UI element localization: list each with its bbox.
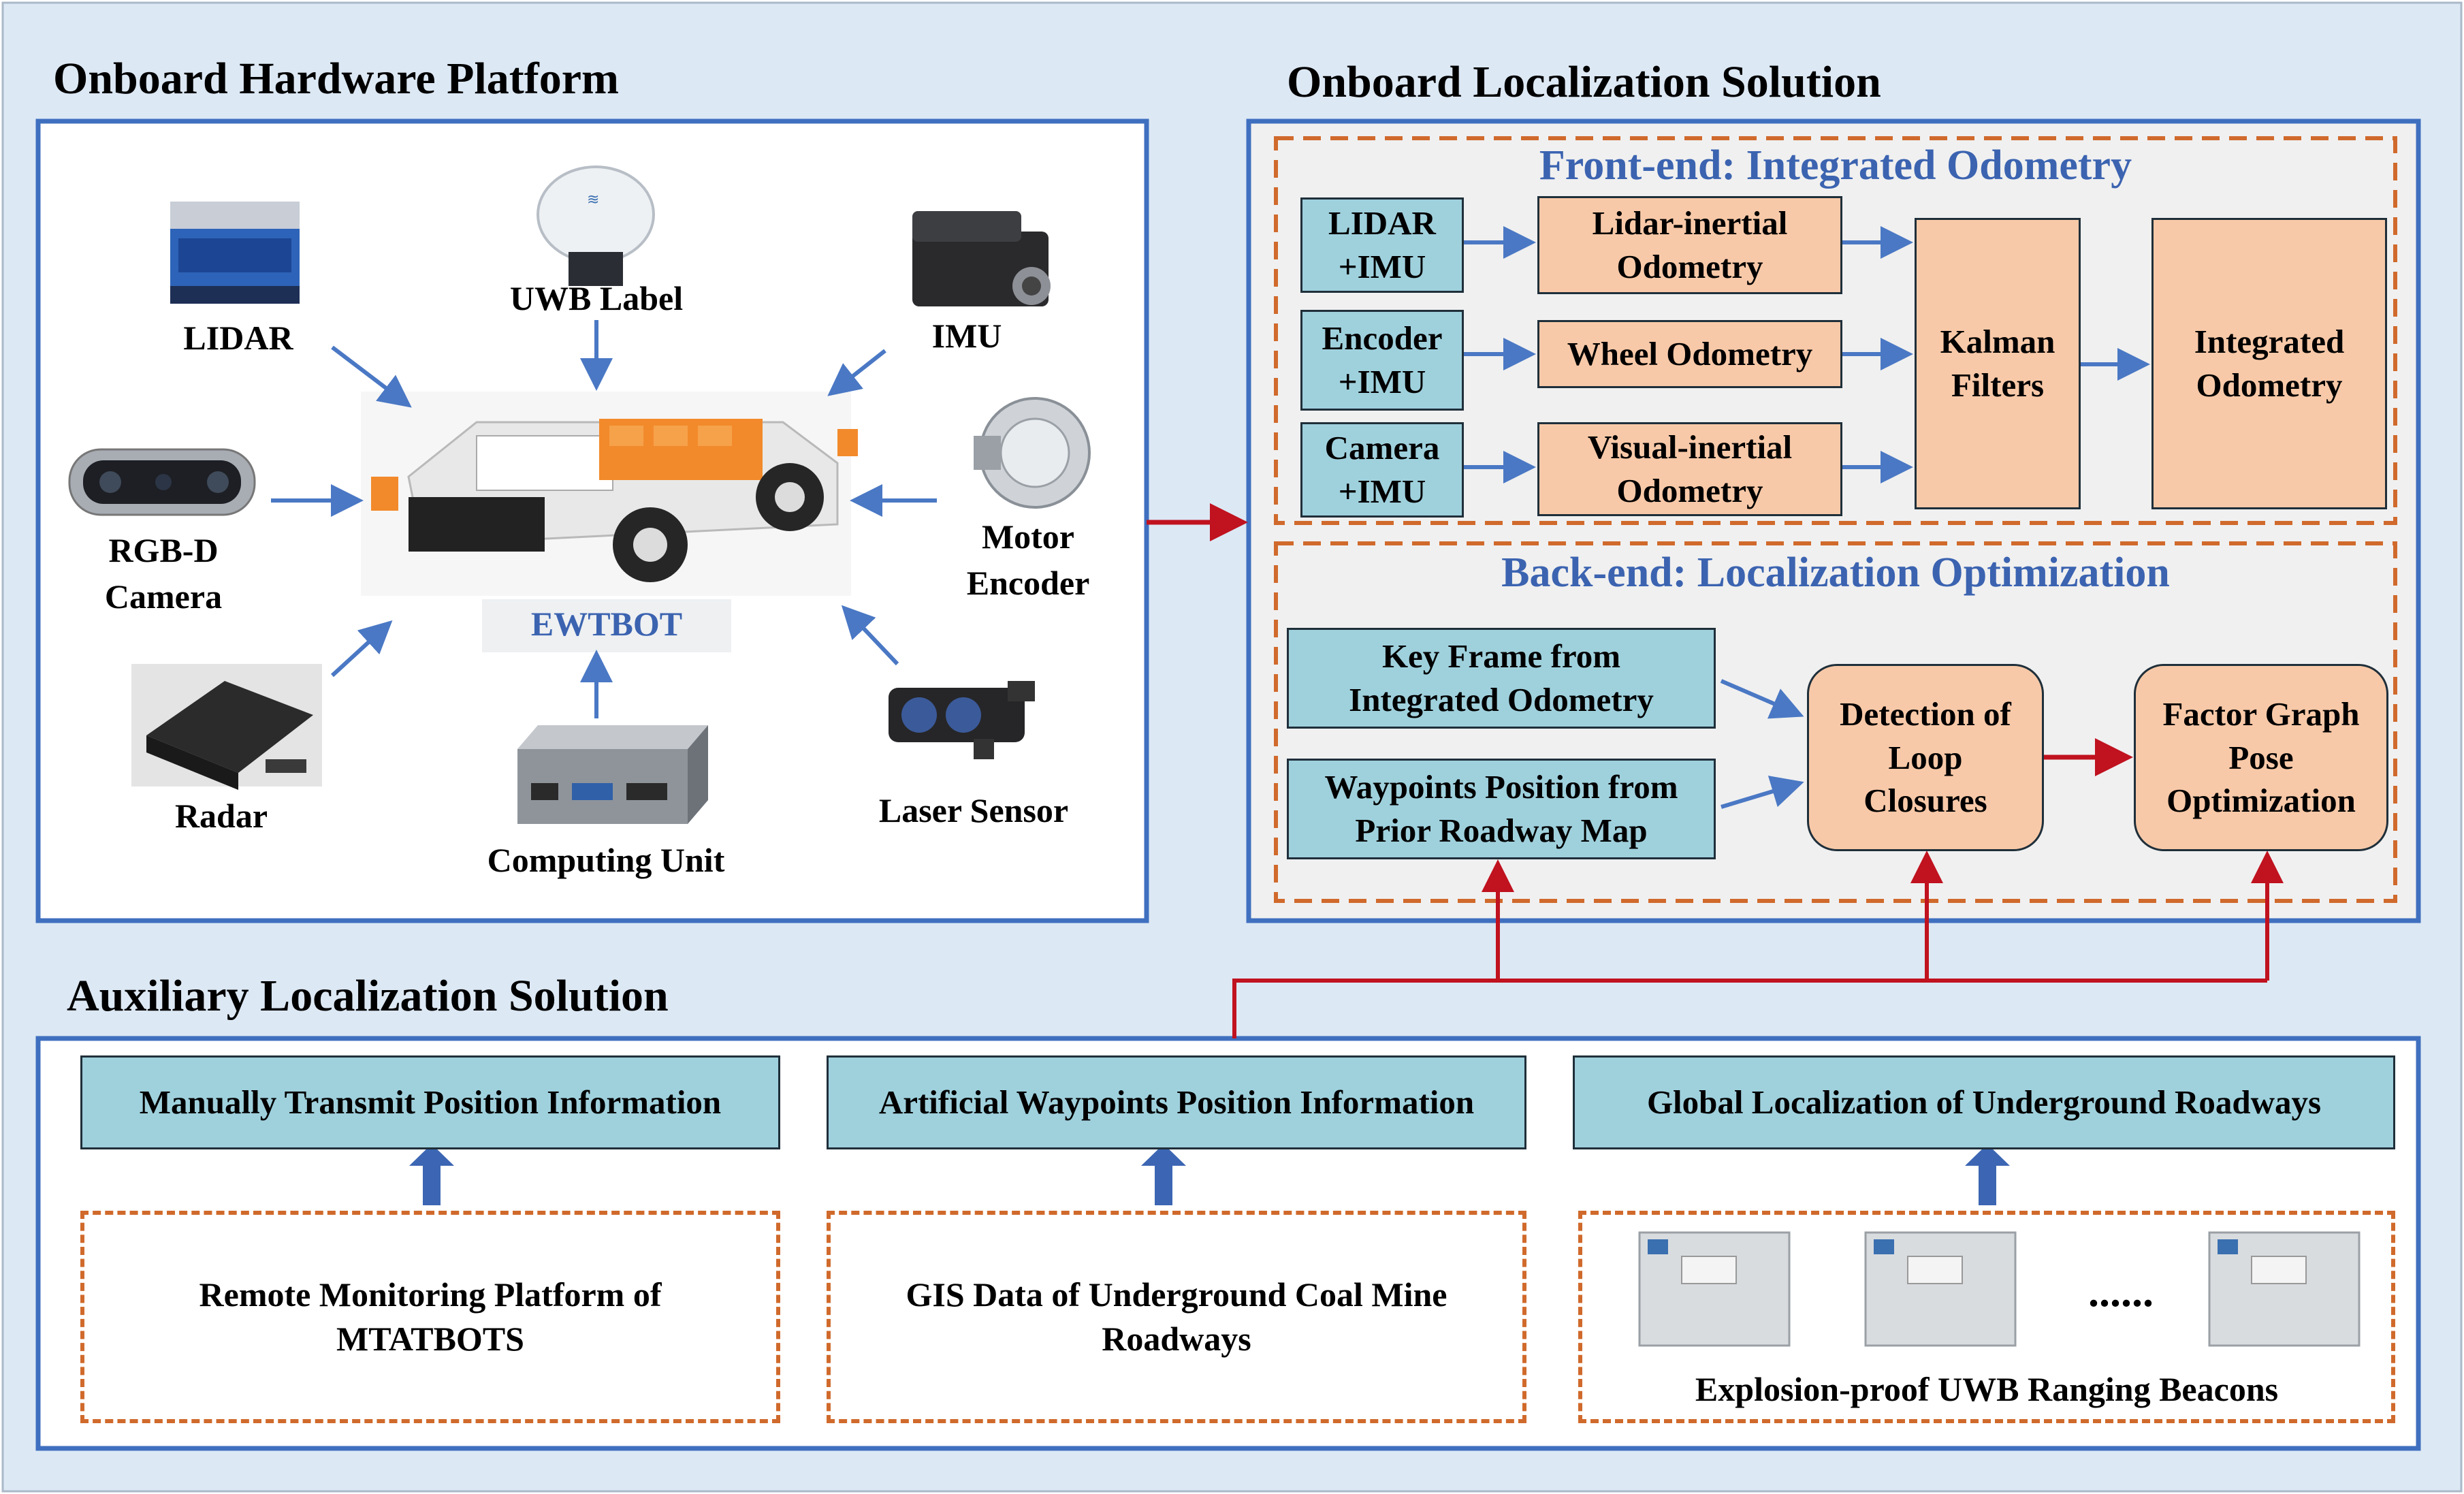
motor-encoder-image	[974, 397, 1091, 509]
camera-imu-box: Camera +IMU	[1300, 422, 1464, 518]
lidar-label: LIDAR	[183, 319, 293, 357]
encoder-imu-box: Encoder +IMU	[1300, 310, 1464, 411]
camera-imu-line2: +IMU	[1338, 473, 1426, 510]
encoder-imu-line1: Encoder	[1322, 319, 1443, 357]
svg-text:≋: ≋	[587, 191, 599, 208]
waypoints-position-box: Waypoints Position from Prior Roadway Ma…	[1287, 759, 1716, 859]
factor-line3: Optimization	[2166, 782, 2356, 820]
imu-label: IMU	[931, 317, 1002, 355]
gis-line1: GIS Data of Underground Coal Mine	[906, 1275, 1447, 1314]
remote-line2: MTATBOTS	[336, 1320, 524, 1358]
gis-data-box: GIS Data of Underground Coal Mine Roadwa…	[827, 1211, 1526, 1423]
imu-image	[912, 211, 1051, 306]
factor-graph-box: Factor Graph Pose Optimization	[2134, 664, 2388, 851]
uwb-beacons-label: Explosion-proof UWB Ranging Beacons	[1695, 1370, 2279, 1408]
hardware-arrows	[271, 320, 937, 718]
keyframe-line2: Integrated Odometry	[1349, 681, 1654, 718]
lio-line1: Lidar-inertial	[1592, 204, 1788, 242]
uwb-beacon-2	[1864, 1231, 2017, 1347]
artificial-waypoints-box: Artificial Waypoints Position Informatio…	[827, 1055, 1526, 1149]
radar-label: Radar	[174, 797, 268, 835]
auxiliary-feedback-lines	[1232, 851, 2284, 1038]
key-frame-box: Key Frame from Integrated Odometry	[1287, 628, 1716, 729]
lidar-imu-line1: LIDAR	[1328, 204, 1436, 242]
lidar-imu-box: LIDAR +IMU	[1300, 197, 1464, 293]
onboard-solution-title: Onboard Localization Solution	[1287, 57, 1881, 107]
waypoints-line1: Waypoints Position from	[1324, 768, 1678, 806]
vio-line1: Visual-inertial	[1587, 428, 1793, 466]
uwb-label-label: UWB Label	[509, 279, 684, 317]
lidar-image	[170, 202, 300, 304]
ewtbot-label-bg	[482, 599, 731, 652]
lio-line2: Odometry	[1616, 248, 1763, 285]
integrated-line1: Integrated	[2194, 323, 2345, 361]
motor-encoder-label-line1: Motor	[981, 518, 1075, 556]
wheel-odometry-box: Wheel Odometry	[1537, 320, 1842, 388]
global-localization-box: Global Localization of Underground Roadw…	[1573, 1055, 2395, 1149]
ewtbot-label: EWTBOT	[530, 605, 683, 643]
beacon-ellipsis: ......	[2088, 1267, 2154, 1316]
loop-line1: Detection of	[1840, 695, 2011, 733]
keyframe-line1: Key Frame from	[1381, 637, 1621, 676]
computing-unit-label: Computing Unit	[487, 841, 725, 879]
uwb-beacon-1	[1638, 1231, 1791, 1347]
computing-unit-image	[517, 725, 708, 824]
frontend-title: Front-end: Integrated Odometry	[1539, 142, 2132, 189]
uwb-beacon-3	[2208, 1231, 2361, 1347]
uwb-beacon-images	[1638, 1231, 2361, 1347]
rgbd-label-line1: RGB-D	[108, 531, 219, 569]
waypoints-line2: Prior Roadway Map	[1355, 812, 1648, 849]
rgbd-label-line2: Camera	[104, 577, 223, 616]
motor-encoder-label-line2: Encoder	[966, 564, 1090, 602]
uwb-beacons-box	[1578, 1211, 2395, 1423]
laser-sensor-label: Laser Sensor	[878, 791, 1069, 829]
ewtbot-robot-image	[361, 392, 858, 596]
visual-inertial-odometry-box: Visual-inertial Odometry	[1537, 422, 1842, 516]
remote-line1: Remote Monitoring Platform of	[199, 1275, 662, 1314]
loop-closure-box: Detection of Loop Closures	[1807, 664, 2044, 851]
auxiliary-solution-title: Auxiliary Localization Solution	[67, 971, 669, 1021]
integrated-odometry-box: Integrated Odometry	[2151, 218, 2387, 509]
encoder-imu-line2: +IMU	[1338, 363, 1426, 400]
vio-line2: Odometry	[1616, 472, 1763, 509]
radar-image	[131, 664, 322, 790]
factor-line2: Pose	[2228, 738, 2294, 776]
hardware-platform-title: Onboard Hardware Platform	[53, 54, 620, 104]
laser-sensor-image	[889, 681, 1035, 759]
remote-monitoring-box: Remote Monitoring Platform of MTATBOTS	[80, 1211, 780, 1423]
lidar-imu-line2: +IMU	[1338, 248, 1426, 285]
camera-imu-line1: Camera	[1324, 429, 1440, 467]
rgbd-camera-image	[68, 448, 256, 516]
kalman-line1: Kalman	[1940, 323, 2055, 361]
gis-line2: Roadways	[1102, 1320, 1251, 1358]
kalman-filters-box: Kalman Filters	[1915, 218, 2081, 509]
factor-line1: Factor Graph	[2162, 695, 2360, 733]
frontend-arrows	[1462, 226, 2150, 483]
auxiliary-up-arrows	[409, 1144, 2010, 1205]
backend-arrows	[1720, 679, 1804, 809]
uwb-antenna-image: ≋	[537, 165, 655, 286]
kalman-line2: Filters	[1951, 366, 2045, 404]
loop-line3: Closures	[1863, 782, 1987, 820]
integrated-line2: Odometry	[2196, 366, 2343, 404]
backend-title: Back-end: Localization Optimization	[1501, 550, 2170, 596]
lidar-inertial-odometry-box: Lidar-inertial Odometry	[1537, 196, 1842, 294]
manual-transmit-box: Manually Transmit Position Information	[80, 1055, 780, 1149]
loop-line2: Loop	[1888, 738, 1963, 776]
